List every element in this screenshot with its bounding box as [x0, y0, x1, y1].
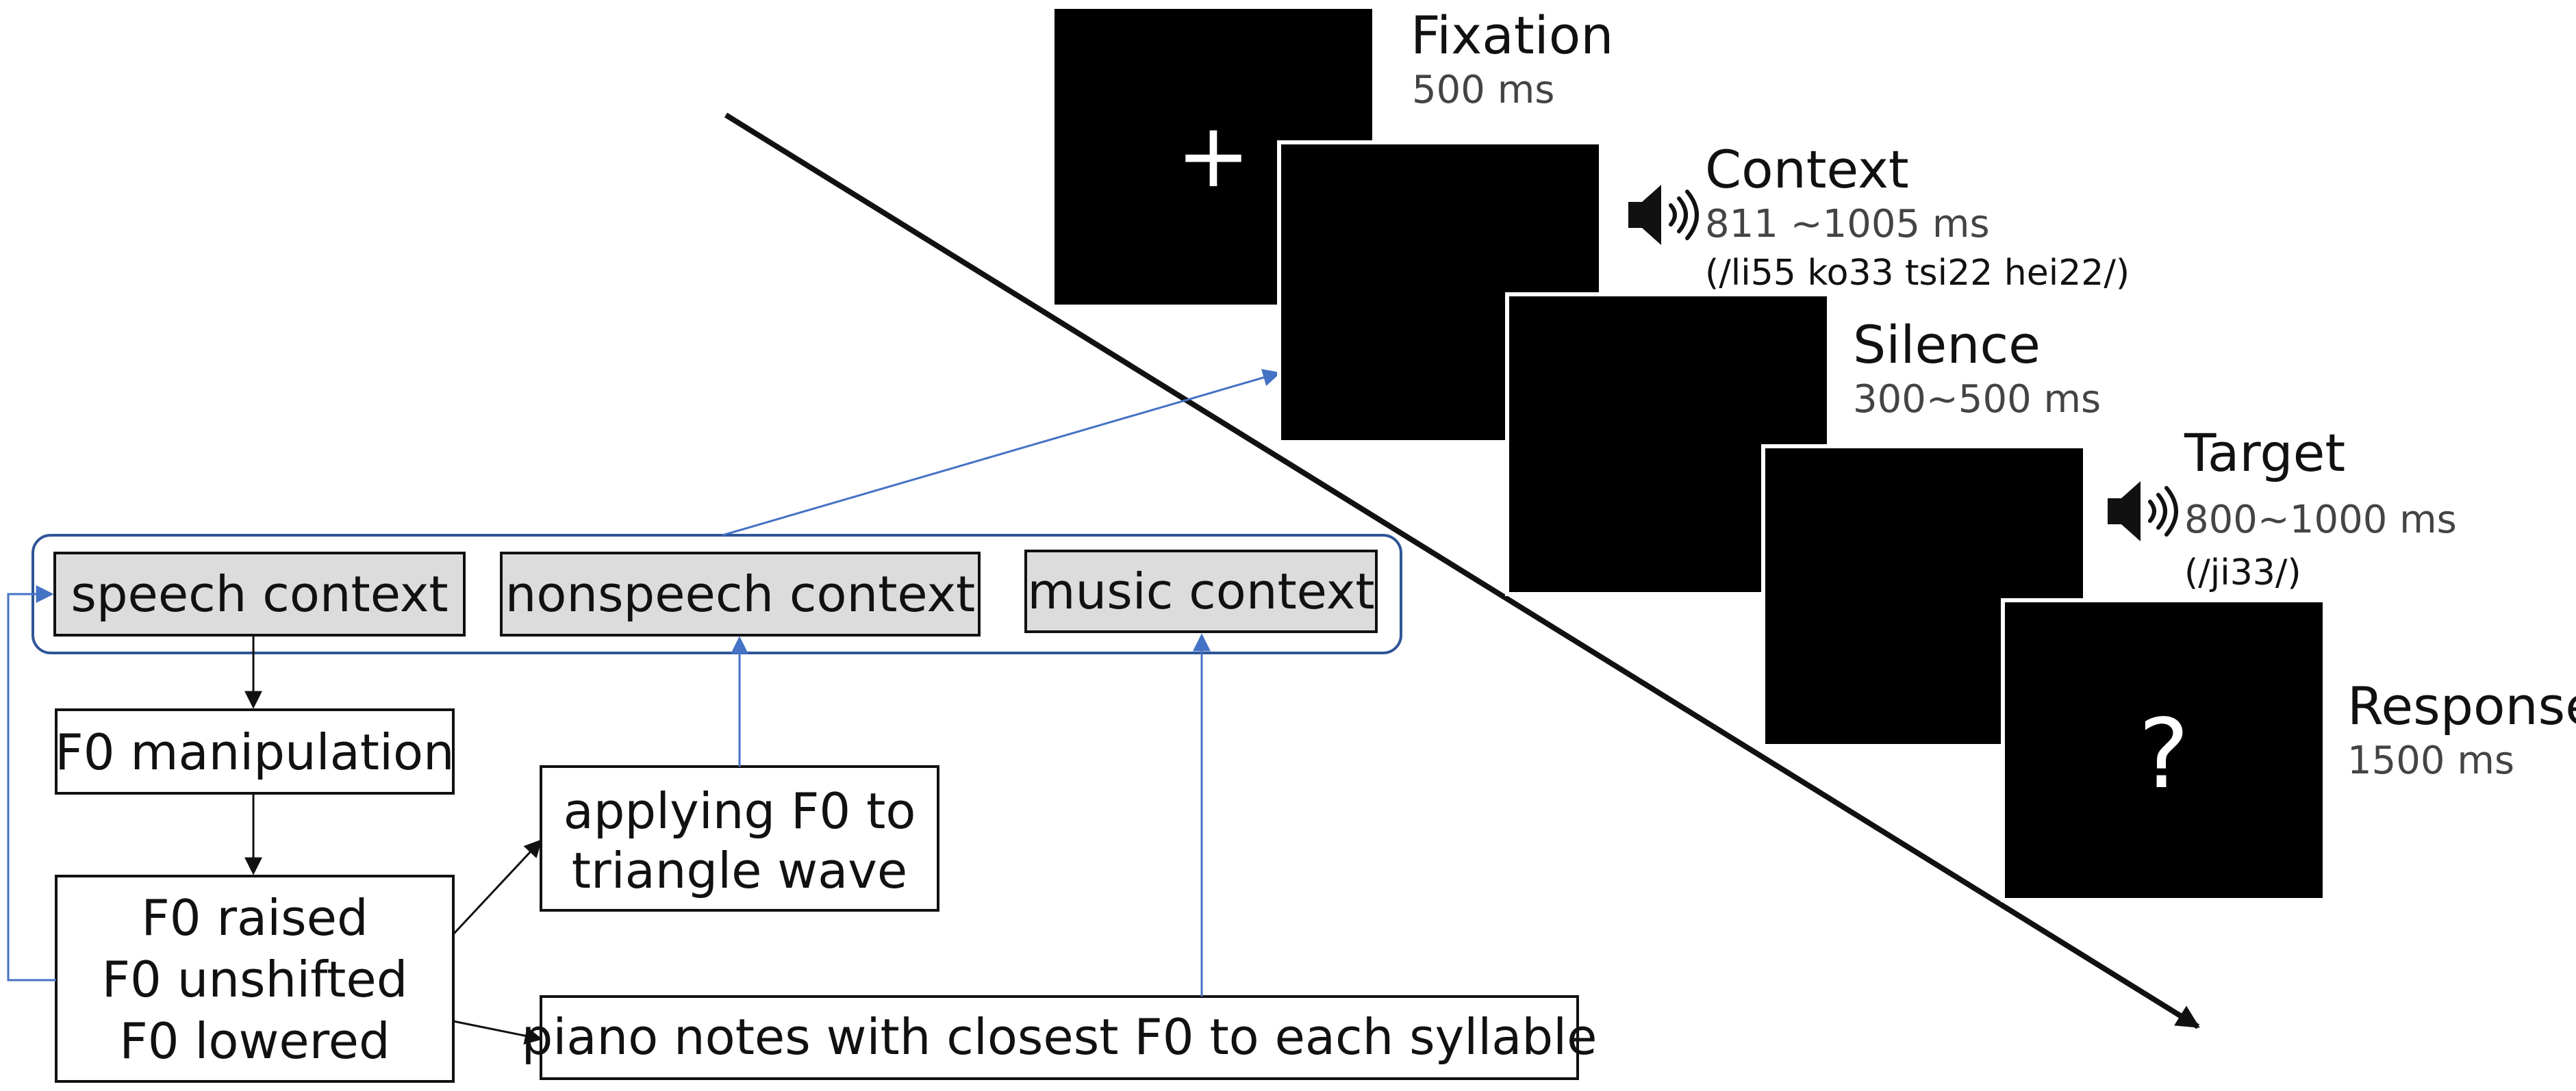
context-duration: 811 ~1005 ms: [1705, 202, 1990, 246]
fixation-duration: 500 ms: [1412, 68, 1554, 112]
context-speaker-icon: [1628, 185, 1699, 245]
nonspeech-context-label: nonspeech context: [505, 565, 976, 623]
fixation-cross: +: [1176, 103, 1251, 207]
conditions-to-speech-loop: [7, 585, 56, 981]
response-title: Response: [2347, 676, 2576, 736]
applying-f0-box: applying F0 to triangle wave: [540, 765, 939, 912]
target-title: Target: [2184, 422, 2345, 483]
response-screen: ?: [2001, 598, 2327, 902]
music-context-box: music context: [1024, 550, 1378, 633]
piano-notes-label: piano notes with closest F0 to each syll…: [522, 1008, 1598, 1066]
f0-unshifted-label: F0 unshifted: [102, 951, 408, 1008]
nonspeech-context-box: nonspeech context: [500, 552, 981, 637]
speech-context-box: speech context: [53, 552, 466, 637]
timeline-arrow: [724, 112, 2200, 1029]
response-question-mark: ?: [2138, 699, 2189, 810]
conditions-to-triangle-arrow: [452, 839, 542, 936]
f0-lowered-label: F0 lowered: [119, 1012, 390, 1070]
group-to-context-arrow: [722, 369, 1281, 537]
response-duration: 1500 ms: [2347, 739, 2514, 783]
context-phonetic: (/li55 ko33 tsi22 hei22/): [1705, 253, 2130, 294]
speech-context-label: speech context: [71, 565, 448, 623]
f0-conditions-box: F0 raised F0 unshifted F0 lowered: [55, 875, 455, 1083]
applying-f0-line1: applying F0 to: [564, 782, 916, 840]
conditions-to-piano-arrow: [453, 1020, 543, 1045]
target-speaker-icon: [2108, 481, 2178, 541]
music-context-label: music context: [1027, 563, 1374, 620]
f0-raised-label: F0 raised: [141, 889, 368, 947]
f0-manipulation-label: F0 manipulation: [55, 723, 454, 781]
piano-notes-box: piano notes with closest F0 to each syll…: [522, 995, 1598, 1080]
fixation-title: Fixation: [1411, 5, 1613, 66]
silence-duration: 300~500 ms: [1853, 377, 2101, 422]
applying-f0-line2: triangle wave: [572, 842, 907, 899]
context-title: Context: [1705, 139, 1909, 200]
f0-manipulation-box: F0 manipulation: [55, 708, 455, 795]
silence-title: Silence: [1853, 314, 2041, 375]
target-duration: 800~1000 ms: [2184, 498, 2457, 542]
target-phonetic: (/ji33/): [2184, 552, 2301, 593]
